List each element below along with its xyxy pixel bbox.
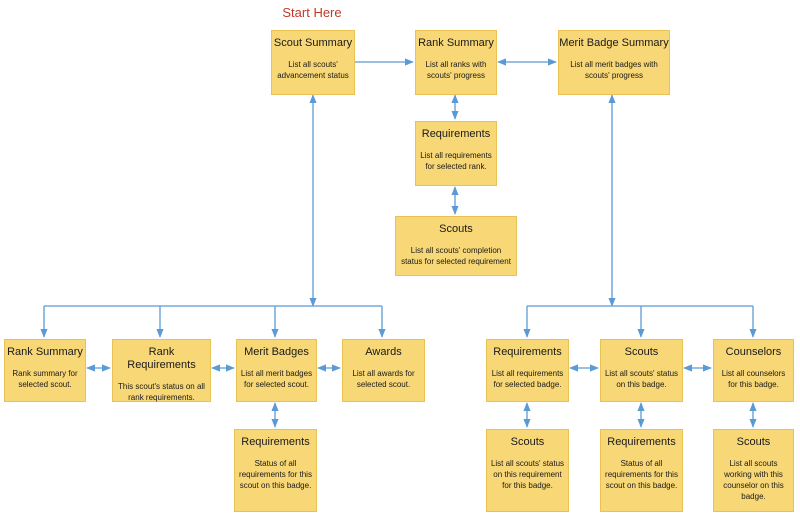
node-description: List all counselors for this badge. xyxy=(721,369,786,389)
node-description: List all ranks with scouts' progress xyxy=(425,60,487,80)
node-description: List all scouts' completion status for s… xyxy=(401,246,511,266)
node-title: Scouts xyxy=(439,223,473,235)
node-title: Rank Summary xyxy=(7,346,83,358)
node-scout-summary[interactable]: Scout Summary List all scouts' advanceme… xyxy=(271,30,355,95)
node-title: Scouts xyxy=(624,346,659,358)
node-title: Requirements xyxy=(607,436,676,448)
node-scout-awards[interactable]: Awards List all awards for selected scou… xyxy=(342,339,425,402)
node-title: Scouts xyxy=(736,436,771,448)
node-title: Rank Requirements xyxy=(127,346,196,371)
node-description: List all requirements for selected badge… xyxy=(491,369,564,389)
node-title: Counselors xyxy=(725,346,782,358)
node-description: This scout's status on all rank requirem… xyxy=(118,382,205,402)
node-description: List all awards for selected scout. xyxy=(352,369,415,389)
node-title: Scouts xyxy=(510,436,545,448)
node-title: Requirements xyxy=(421,128,491,140)
start-here-label: Start Here xyxy=(282,5,342,20)
node-counselor-scouts[interactable]: Scouts List all scouts working with this… xyxy=(713,429,794,512)
node-description: Status of all requirements for this scou… xyxy=(239,459,312,490)
node-badge-requirements[interactable]: Requirements List all requirements for s… xyxy=(486,339,569,402)
node-description: Status of all requirements for this scou… xyxy=(605,459,678,490)
node-rank-requirement-scouts[interactable]: Scouts List all scouts' completion statu… xyxy=(395,216,517,276)
node-title: Requirements xyxy=(241,436,310,448)
node-title: Merit Badge Summary xyxy=(559,37,669,49)
node-description: List all scouts working with this counse… xyxy=(723,459,784,501)
node-scout-rank-requirements[interactable]: Rank Requirements This scout's status on… xyxy=(112,339,211,402)
node-title: Merit Badges xyxy=(244,346,309,358)
node-badge-counselors[interactable]: Counselors List all counselors for this … xyxy=(713,339,794,402)
node-badge-scout-requirements[interactable]: Requirements Status of all requirements … xyxy=(600,429,683,512)
node-description: List all merit badges for selected scout… xyxy=(240,369,313,389)
node-description: Rank summary for selected scout. xyxy=(12,369,78,389)
node-badge-requirement-scouts[interactable]: Scouts List all scouts' status on this r… xyxy=(486,429,569,512)
node-description: List all merit badges with scouts' progr… xyxy=(570,60,658,80)
node-badge-scouts[interactable]: Scouts List all scouts' status on this b… xyxy=(600,339,683,402)
node-title: Requirements xyxy=(493,346,562,358)
node-title: Scout Summary xyxy=(273,37,353,49)
node-rank-requirements-list[interactable]: Requirements List all requirements for s… xyxy=(415,121,497,186)
node-title: Awards xyxy=(365,346,402,358)
node-description: List all requirements for selected rank. xyxy=(420,151,492,171)
node-scout-rank-summary[interactable]: Rank Summary Rank summary for selected s… xyxy=(4,339,86,402)
node-description: List all scouts' status on this badge. xyxy=(604,369,679,389)
node-rank-summary[interactable]: Rank Summary List all ranks with scouts'… xyxy=(415,30,497,95)
node-merit-badge-summary[interactable]: Merit Badge Summary List all merit badge… xyxy=(558,30,670,95)
node-scout-badge-requirements[interactable]: Requirements Status of all requirements … xyxy=(234,429,317,512)
node-title: Rank Summary xyxy=(418,37,494,49)
node-scout-merit-badges[interactable]: Merit Badges List all merit badges for s… xyxy=(236,339,317,402)
node-description: List all scouts' status on this requirem… xyxy=(490,459,565,490)
node-description: List all scouts' advancement status xyxy=(277,60,349,80)
